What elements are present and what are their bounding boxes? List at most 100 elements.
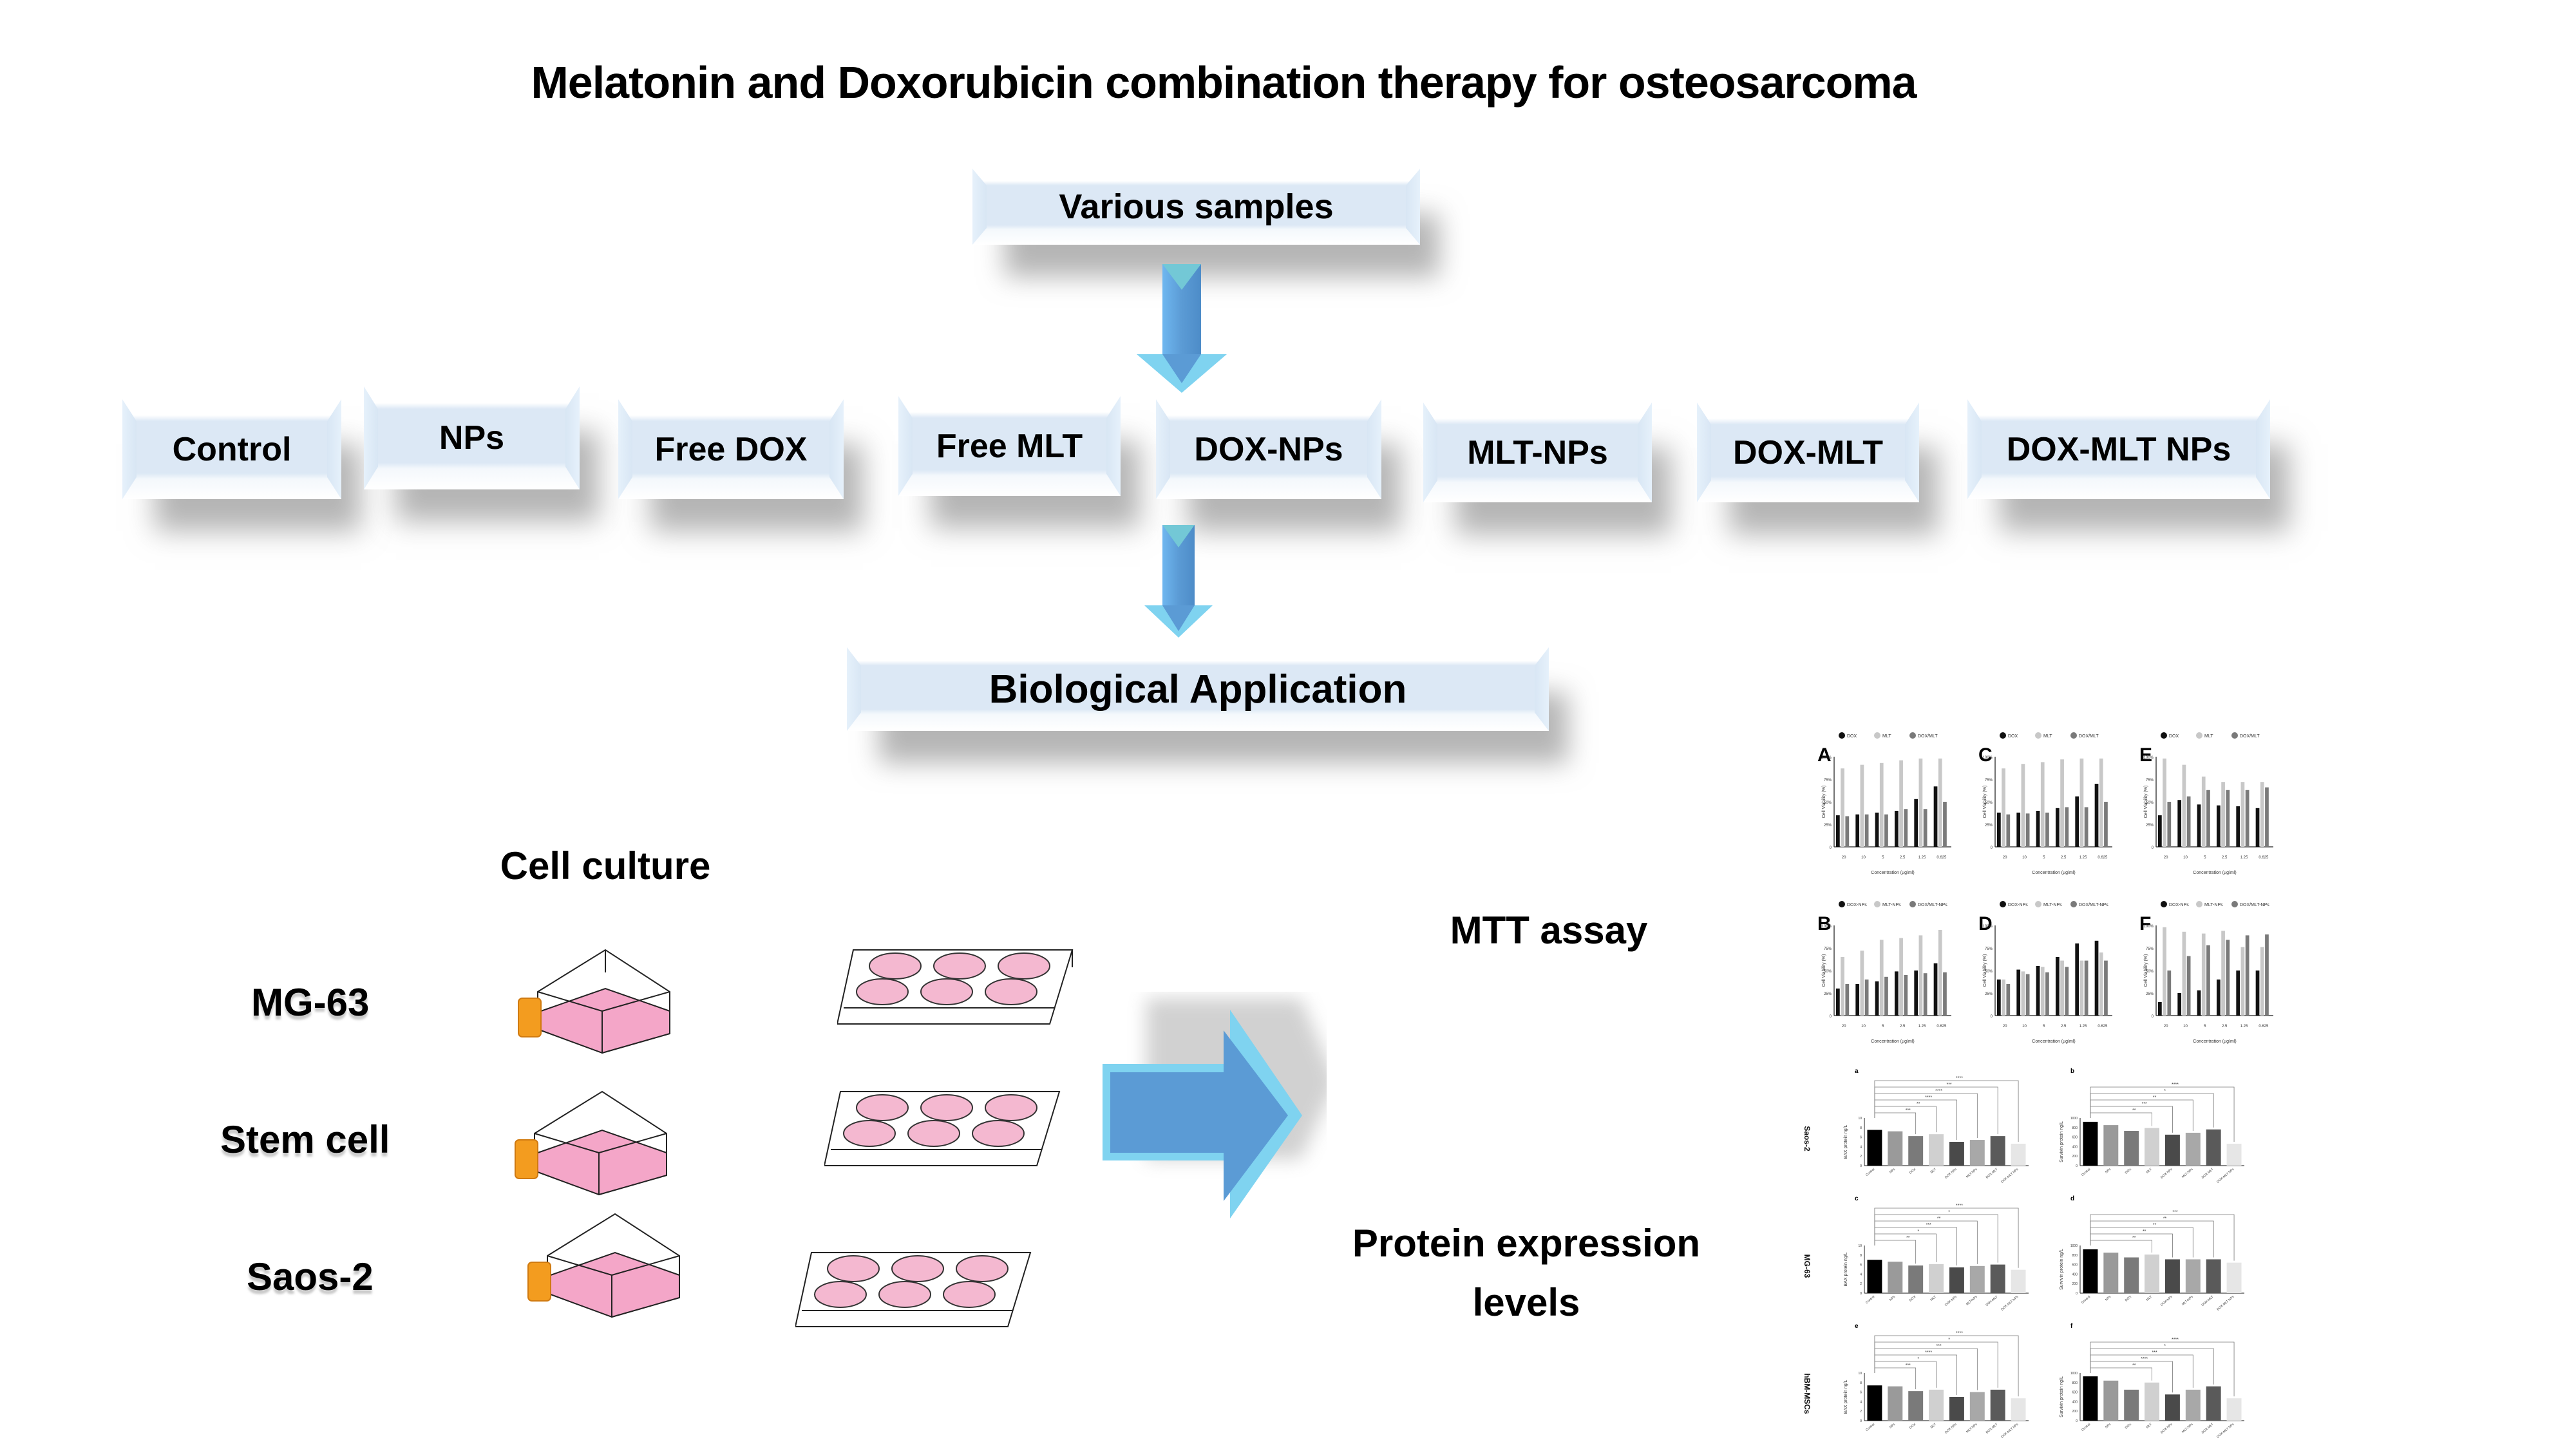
y-tick-label: 400: [2072, 1145, 2078, 1149]
bar: [2255, 971, 2260, 1016]
y-tick-label: 0: [2076, 1164, 2078, 1168]
bar: [1899, 760, 1903, 847]
down-arrow-icon: [1144, 525, 1213, 638]
bar: [1938, 930, 1942, 1016]
y-tick-label: 0: [2152, 1015, 2154, 1019]
bar: [2177, 800, 2182, 847]
legend-swatch: [1874, 732, 1880, 739]
bar: [2197, 804, 2201, 847]
y-tick-label: 1000: [2070, 1372, 2078, 1376]
x-tick-label: MLT-NPs: [2181, 1423, 2194, 1434]
panel-letter: E: [2139, 744, 2152, 766]
y-tick-label: 25%: [1985, 824, 1993, 828]
x-tick-label: NPs: [1889, 1295, 1896, 1302]
x-tick-label: DOX-MLT: [1985, 1168, 1999, 1180]
y-tick-label: 0: [2152, 846, 2154, 850]
bar: [2016, 812, 2021, 847]
y-tick-label: 0: [2076, 1292, 2078, 1296]
y-tick-label: 6: [1860, 1391, 1862, 1395]
x-tick-label: 5: [2204, 1025, 2206, 1028]
bar: [2056, 957, 2060, 1016]
significance-bracket: [2090, 1361, 2173, 1393]
bar: [2006, 814, 2011, 847]
panel-letter: D: [1978, 913, 1993, 934]
significance-label: ****: [1925, 1350, 1932, 1355]
x-tick-label: 20: [2164, 856, 2168, 860]
legend-label: DOX: [2008, 734, 2018, 739]
x-tick-label: NPs: [2105, 1295, 2112, 1302]
legend-label: DOX/MLT: [1918, 734, 1938, 739]
bar: [2103, 1380, 2119, 1421]
y-tick-label: 200: [2072, 1282, 2078, 1286]
bar: [1943, 802, 1947, 847]
culture-flask-icon: [527, 1213, 680, 1318]
bar: [2240, 782, 2245, 847]
bar: [2226, 1262, 2242, 1293]
bar: [2185, 1259, 2201, 1293]
x-tick-label: 10: [2022, 1025, 2027, 1028]
sample-box-mlt-nps: MLT-NPs: [1423, 402, 1652, 502]
legend-label: MLT: [1882, 734, 1891, 739]
panel-letter: A: [1817, 744, 1832, 766]
bar: [1895, 971, 1899, 1016]
bar: [2186, 796, 2191, 847]
legend-swatch: [2070, 732, 2077, 739]
x-tick-label: DOX-MLT: [1985, 1295, 1999, 1307]
x-tick-label: 2.5: [2222, 856, 2228, 860]
bar: [1969, 1140, 1985, 1166]
mtt-assay-label: MTT assay: [1450, 909, 1648, 952]
bar: [2104, 802, 2108, 847]
legend-swatch: [2035, 901, 2041, 907]
y-tick-label: 50%: [1985, 801, 1993, 805]
bar: [1836, 815, 1840, 847]
sample-box-dox-nps: DOX-NPs: [1156, 399, 1381, 499]
y-tick-label: 10: [1858, 1372, 1862, 1376]
y-tick-label: 600: [2072, 1136, 2078, 1140]
bar: [2021, 764, 2025, 847]
well-plate-icon: [837, 949, 1074, 1025]
y-axis-label: Cell Viability (%): [1983, 954, 1987, 987]
bar: [1841, 957, 1844, 1016]
bar: [2206, 945, 2210, 1016]
legend-label: DOX/MLT-NPs: [1918, 903, 1947, 907]
legend-label: DOX/MLT-NPs: [2079, 903, 2108, 907]
legend-swatch: [1909, 901, 1916, 907]
bar: [2045, 812, 2049, 847]
significance-label: ****: [1925, 1095, 1932, 1100]
sample-label: MLT-NPs: [1467, 433, 1608, 471]
x-tick-label: DOX-MLT NPs: [2216, 1168, 2235, 1184]
bar: [1949, 1397, 1964, 1421]
bar: [2079, 758, 2084, 847]
x-tick-label: Control: [2081, 1168, 2091, 1177]
x-tick-label: 0.625: [2098, 1025, 2108, 1028]
legend-label: DOX: [2169, 734, 2179, 739]
significance-bracket: [1874, 1233, 1937, 1262]
x-axis-label: Concentration (µg/ml): [2193, 1039, 2236, 1044]
bar: [2182, 931, 2186, 1016]
x-tick-label: DOX-MLT NPs: [2000, 1168, 2019, 1184]
bar: [2206, 790, 2210, 847]
x-tick-label: 10: [1861, 856, 1866, 860]
bar: [1923, 809, 1927, 847]
x-axis-label: Concentration (µg/ml): [2193, 871, 2236, 875]
bar: [2011, 1398, 2026, 1421]
x-tick-label: DOX: [1909, 1168, 1917, 1175]
bar: [1855, 814, 1860, 847]
bar: [2163, 758, 2166, 847]
x-tick-label: 10: [2022, 856, 2027, 860]
various-samples-box: Various samples: [972, 169, 1420, 245]
bar: [1836, 989, 1840, 1016]
bar: [1914, 971, 1918, 1016]
y-tick-label: 25%: [1824, 824, 1832, 828]
bar: [1997, 980, 2001, 1016]
cell-line-row-label: hBM-MSCs: [1803, 1373, 1812, 1414]
bar: [1908, 1265, 1924, 1293]
biological-application-box: Biological Application: [847, 647, 1549, 731]
legend-swatch: [1874, 901, 1880, 907]
panel-letter: d: [2070, 1195, 2074, 1202]
bar: [2167, 802, 2172, 847]
bar: [1929, 1389, 1944, 1421]
x-tick-label: NPs: [2105, 1168, 2112, 1175]
x-tick-label: DOX: [2125, 1295, 2133, 1303]
x-tick-label: DOX: [1909, 1423, 1917, 1430]
